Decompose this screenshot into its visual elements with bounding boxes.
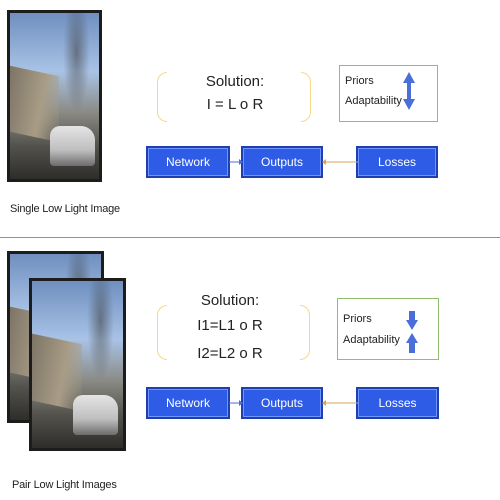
section-divider	[0, 237, 500, 238]
bottom-solution-equation-1: I1=L1 o R	[197, 317, 263, 334]
photo-tree	[63, 13, 91, 113]
bottom-solution-title: Solution:	[200, 292, 260, 309]
bottom-network-block: Network	[146, 387, 230, 419]
photo-car	[72, 394, 119, 435]
bottom-priors-box: Priors Adaptability	[337, 298, 439, 360]
bottom-solution-equation-2: I2=L2 o R	[197, 345, 263, 362]
single-low-light-photo	[7, 10, 102, 182]
bottom-network-to-outputs-arrow	[229, 400, 243, 406]
top-solution-equation: I = L o R	[206, 96, 264, 113]
top-network-block: Network	[146, 146, 230, 178]
top-solution-brace-left	[157, 72, 167, 122]
top-outputs-block: Outputs	[241, 146, 323, 178]
top-priors-label: Priors	[345, 75, 374, 87]
top-losses-block: Losses	[356, 146, 438, 178]
top-network-to-outputs-arrow	[229, 159, 243, 165]
bottom-outputs-block: Outputs	[241, 387, 323, 419]
top-adaptability-label: Adaptability	[345, 95, 402, 107]
top-priors-box: Priors Adaptability	[339, 65, 438, 122]
top-caption: Single Low Light Image	[10, 203, 120, 215]
pair-low-light-photo-front	[29, 278, 126, 451]
bottom-priors-label: Priors	[343, 313, 372, 325]
bottom-solution-brace-left	[157, 305, 167, 360]
bottom-solution-brace-right	[300, 305, 310, 360]
down-up-arrows-icon	[406, 311, 418, 353]
top-solution-title: Solution:	[205, 73, 265, 90]
top-losses-to-outputs-arrow	[322, 159, 358, 165]
top-solution-brace-right	[301, 72, 311, 122]
photo-car	[50, 125, 95, 166]
bottom-losses-to-outputs-arrow	[322, 400, 358, 406]
photo-tree	[86, 281, 114, 382]
bottom-adaptability-label: Adaptability	[343, 334, 400, 346]
bottom-caption: Pair Low Light Images	[12, 479, 117, 491]
up-down-arrow-icon	[403, 72, 415, 110]
bottom-losses-block: Losses	[356, 387, 439, 419]
